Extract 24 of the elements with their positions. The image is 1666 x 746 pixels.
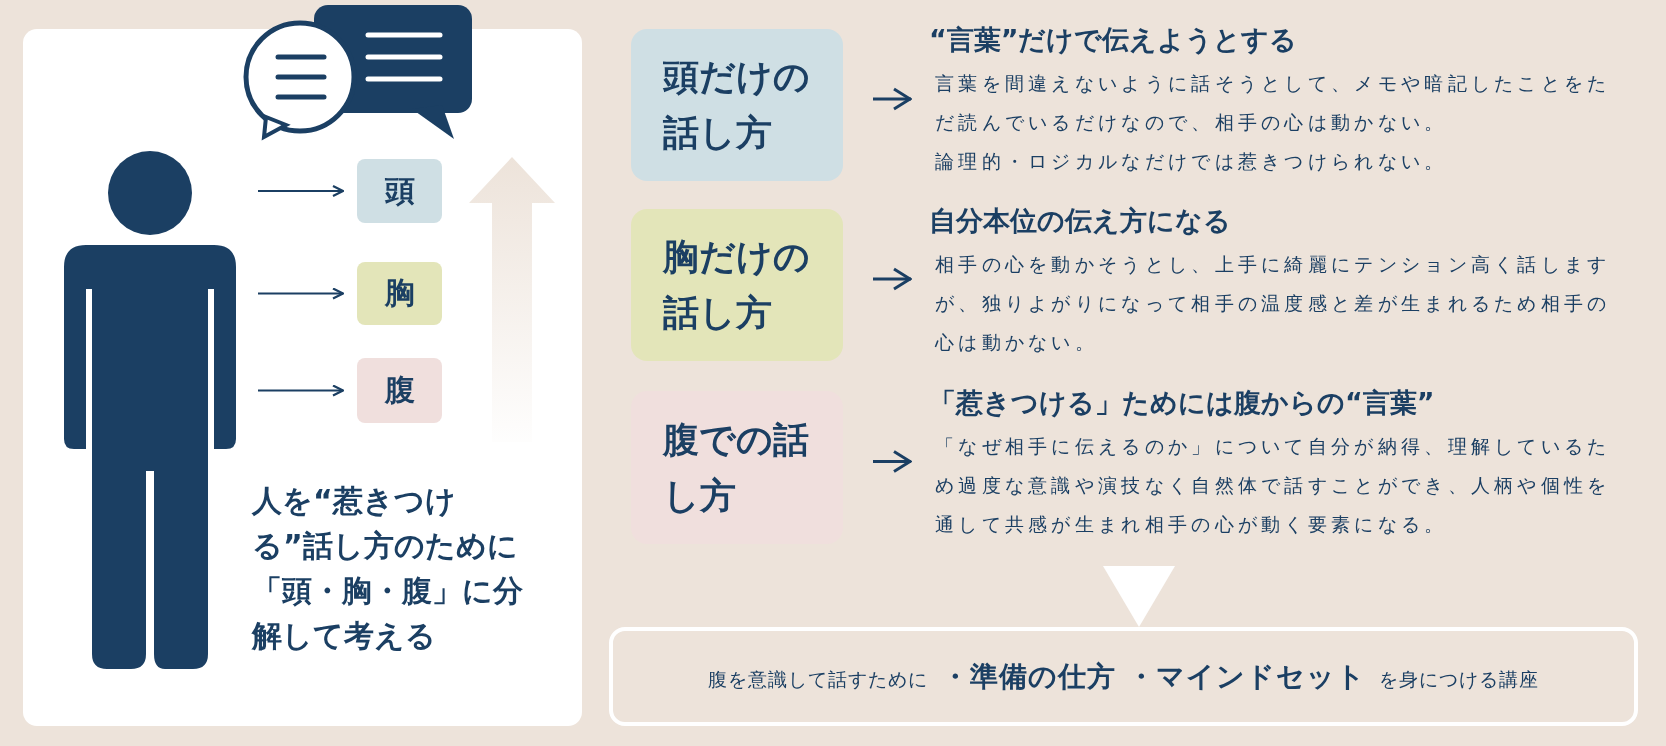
body-text: 論理的・ロジカルなだけでは惹きつけられない。 [935, 149, 1449, 174]
arrow [258, 184, 345, 198]
category-box: 腹での話し方 [631, 391, 843, 544]
body-text: 相手の心を動かそうとし、上手に綺麗にテンション高く話しますが、独りよがりになって相手の温度感と差が生まれるため相手の心は動かない。 [935, 252, 1612, 355]
arrow [258, 384, 345, 397]
caption-text: 人を“惹きつける”話し方のために「頭・胸・腹」に分解して考える [252, 482, 524, 655]
body-text: 言葉を間違えないように話そうとして、メモや暗記したことをただ読んでいるだけなので、相手の心は動かない。 [935, 71, 1612, 135]
label-tag: 腹 [357, 358, 442, 423]
arrow [258, 287, 345, 300]
heading-text: 「惹きつける」ためには腹からの“言葉” [929, 386, 1436, 420]
arrow [873, 87, 912, 111]
down-chevron [1103, 566, 1175, 627]
arrow [873, 267, 912, 291]
category-box: 胸だけの話し方 [631, 209, 843, 361]
label-tag: 胸 [357, 262, 442, 325]
arrow [873, 450, 912, 473]
heading-text: 自分本位の伝え方になる [929, 204, 1232, 238]
category-box: 頭だけの話し方 [631, 29, 843, 181]
heading-text: “言葉”だけで伝えようとする [929, 23, 1299, 57]
summary-text: 腹を意識して話すために ・準備の仕方 ・マインドセット を身につける講座 [708, 658, 1539, 695]
summary-box [609, 627, 1638, 726]
body-text: 「なぜ相手に伝えるのか」について自分が納得、理解しているため過度な意識や演技なく自然体で話すことができ、人柄や個性を通して共感が生まれ相手の心が動く要素になる。 [935, 434, 1612, 537]
person-figure [64, 149, 236, 669]
label-tag: 頭 [357, 159, 442, 223]
